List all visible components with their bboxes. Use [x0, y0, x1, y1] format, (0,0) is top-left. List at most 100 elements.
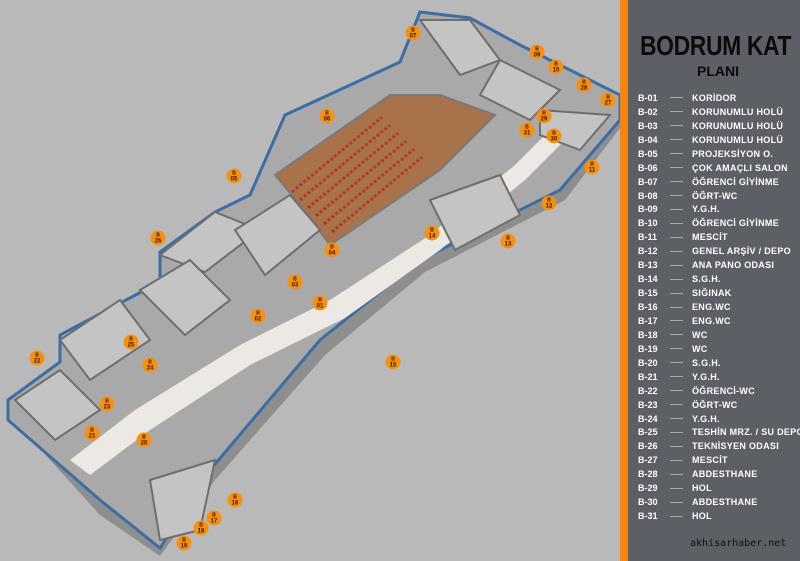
leader-line: [670, 250, 683, 252]
marker-number: 22: [33, 358, 41, 364]
marker-number: 24: [146, 365, 154, 371]
room-code: B-17: [638, 315, 658, 326]
room-code: B-08: [638, 190, 658, 201]
room-code: B-13: [638, 260, 658, 271]
source-credit: akhisarhaber.net: [690, 538, 787, 549]
marker-prefix: B: [182, 537, 186, 543]
leader-line: [670, 376, 683, 378]
room-code: B-04: [638, 134, 658, 145]
marker-number: 05: [230, 176, 238, 182]
marker-prefix: B: [256, 310, 260, 316]
leader-line: [670, 167, 683, 169]
marker-prefix: B: [318, 297, 322, 303]
room-code: B-20: [638, 357, 658, 368]
room-code: B-14: [638, 274, 658, 285]
marker-prefix: B: [330, 244, 334, 250]
marker-number: 06: [323, 116, 331, 122]
marker-number: 16: [231, 500, 239, 506]
marker-prefix: B: [391, 356, 395, 362]
marker-prefix: B: [232, 170, 236, 176]
leader-line: [670, 97, 683, 99]
plan-subtitle: PLANI: [697, 63, 739, 79]
marker-prefix: B: [554, 61, 558, 67]
marker-prefix: B: [142, 434, 146, 440]
room-code: B-09: [638, 204, 658, 215]
marker-number: 17: [210, 518, 218, 524]
marker-number: 30: [550, 136, 558, 142]
marker-prefix: B: [105, 398, 109, 404]
leader-line: [670, 445, 683, 447]
leader-line: [670, 208, 683, 210]
room-code: B-06: [638, 162, 658, 173]
marker-number: 12: [545, 203, 553, 209]
leader-line: [670, 181, 683, 183]
marker-number: 27: [604, 100, 612, 106]
legend-item: B-14 S.G.H.: [638, 272, 800, 286]
room-name: MESCİT: [692, 232, 728, 243]
marker-number: 11: [588, 167, 596, 173]
room-code: B-25: [638, 427, 658, 438]
room-code: B-02: [638, 106, 658, 117]
room-name: WC: [692, 343, 708, 354]
interior-rooms: [13, 19, 613, 542]
room-name: S.G.H.: [692, 274, 721, 285]
room-code: B-19: [638, 343, 658, 354]
leader-line: [670, 348, 683, 350]
marker-number: 07: [409, 33, 417, 39]
leader-line: [670, 306, 683, 308]
room-code: B-31: [638, 511, 658, 522]
room-code: B-26: [638, 441, 658, 452]
room-name: KORUNUMLU HOLÜ: [692, 120, 784, 131]
leader-line: [670, 264, 683, 266]
marker-number: 31: [523, 130, 531, 136]
marker-prefix: B: [552, 130, 556, 136]
room-code: B-29: [638, 483, 658, 494]
marker-prefix: B: [156, 232, 160, 238]
marker-prefix: B: [525, 124, 529, 130]
room-code: B-23: [638, 399, 658, 410]
leader-line: [670, 320, 683, 322]
marker-number: 03: [291, 282, 299, 288]
